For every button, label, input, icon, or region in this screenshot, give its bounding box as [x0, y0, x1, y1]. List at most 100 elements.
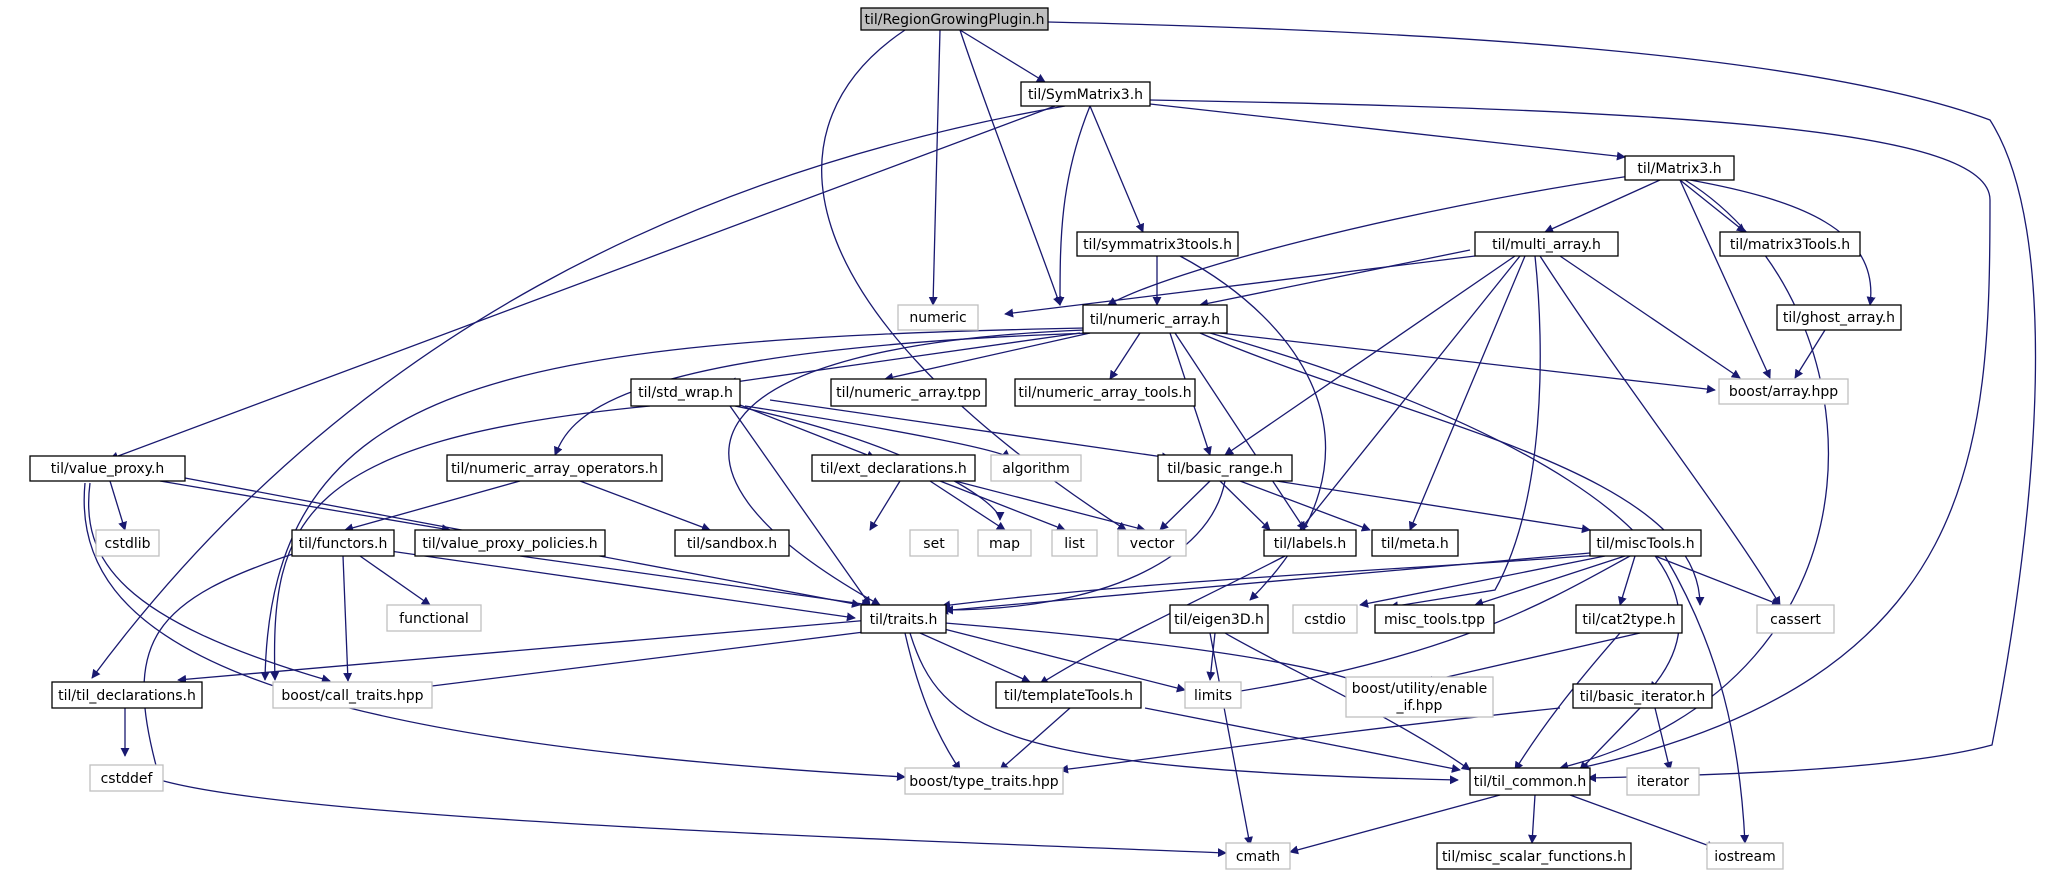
node-iterator[interactable]: iterator [1626, 767, 1700, 796]
svg-text:set: set [923, 536, 945, 552]
node-til-common[interactable]: til/til_common.h [1469, 767, 1591, 796]
header-nodes: til/RegionGrowingPlugin.h til/SymMatrix3… [29, 7, 1902, 870]
svg-text:til/ghost_array.h: til/ghost_array.h [1783, 310, 1895, 326]
svg-text:til/sandbox.h: til/sandbox.h [687, 536, 777, 552]
node-value-proxy-policies[interactable]: til/value_proxy_policies.h [414, 529, 606, 557]
node-multi-array[interactable]: til/multi_array.h [1474, 231, 1619, 257]
node-cstdlib[interactable]: cstdlib [95, 529, 160, 557]
svg-text:iostream: iostream [1714, 849, 1776, 865]
node-map[interactable]: map [977, 529, 1032, 557]
svg-text:iterator: iterator [1637, 774, 1689, 790]
svg-text:boost/type_traits.hpp: boost/type_traits.hpp [909, 774, 1058, 790]
node-boost-enable-if[interactable]: boost/utility/enable _if.hpp [1345, 676, 1494, 718]
node-numeric-array-tools[interactable]: til/numeric_array_tools.h [1014, 378, 1196, 407]
svg-text:algorithm: algorithm [1002, 461, 1070, 477]
svg-text:til/til_declarations.h: til/til_declarations.h [58, 688, 196, 704]
svg-text:numeric: numeric [909, 310, 966, 326]
svg-text:boost/array.hpp: boost/array.hpp [1729, 384, 1838, 400]
node-labels[interactable]: til/labels.h [1263, 529, 1357, 557]
svg-text:til/value_proxy.h: til/value_proxy.h [51, 461, 165, 477]
node-template-tools[interactable]: til/templateTools.h [995, 681, 1142, 709]
node-eigen3d[interactable]: til/eigen3D.h [1169, 604, 1269, 634]
svg-text:functional: functional [399, 611, 469, 627]
svg-text:list: list [1064, 536, 1085, 552]
node-cat2type[interactable]: til/cat2type.h [1575, 604, 1683, 634]
node-boost-call-traits[interactable]: boost/call_traits.hpp [272, 681, 433, 709]
svg-text:til/til_common.h: til/til_common.h [1474, 774, 1587, 790]
node-ghost-array[interactable]: til/ghost_array.h [1776, 304, 1902, 331]
node-sandbox[interactable]: til/sandbox.h [674, 529, 790, 557]
svg-text:vector: vector [1130, 536, 1175, 552]
node-meta[interactable]: til/meta.h [1371, 529, 1459, 557]
node-value-proxy[interactable]: til/value_proxy.h [29, 455, 186, 482]
svg-text:cstdlib: cstdlib [104, 536, 150, 552]
svg-text:limits: limits [1194, 688, 1232, 704]
svg-text:misc_tools.tpp: misc_tools.tpp [1384, 612, 1485, 628]
dependency-edges [83, 21, 2037, 858]
svg-text:til/basic_range.h: til/basic_range.h [1167, 461, 1282, 477]
node-functors[interactable]: til/functors.h [291, 529, 395, 557]
svg-text:til/multi_array.h: til/multi_array.h [1492, 237, 1601, 253]
node-functional[interactable]: functional [386, 604, 482, 632]
node-vector[interactable]: vector [1117, 529, 1187, 557]
node-limits[interactable]: limits [1184, 681, 1242, 709]
node-traits[interactable]: til/traits.h [860, 604, 947, 634]
node-misctools[interactable]: til/miscTools.h [1589, 529, 1702, 557]
node-symmatrix3[interactable]: til/SymMatrix3.h [1020, 81, 1151, 107]
svg-text:til/basic_iterator.h: til/basic_iterator.h [1580, 689, 1706, 705]
node-boost-array[interactable]: boost/array.hpp [1718, 378, 1849, 405]
svg-text:boost/utility/enable: boost/utility/enable [1352, 681, 1488, 697]
svg-text:til/value_proxy_policies.h: til/value_proxy_policies.h [422, 536, 597, 552]
svg-text:til/functors.h: til/functors.h [299, 536, 388, 552]
svg-text:til/symmatrix3tools.h: til/symmatrix3tools.h [1083, 237, 1232, 253]
node-cassert[interactable]: cassert [1756, 604, 1835, 634]
svg-text:cassert: cassert [1770, 612, 1821, 628]
svg-text:til/std_wrap.h: til/std_wrap.h [638, 385, 733, 401]
svg-text:til/misc_scalar_functions.h: til/misc_scalar_functions.h [1442, 849, 1626, 865]
svg-text:til/numeric_array_operators.h: til/numeric_array_operators.h [451, 461, 658, 477]
svg-text:boost/call_traits.hpp: boost/call_traits.hpp [281, 688, 423, 704]
node-numeric-array-tpp[interactable]: til/numeric_array.tpp [830, 378, 987, 407]
svg-text:cstddef: cstddef [101, 771, 154, 787]
svg-text:til/labels.h: til/labels.h [1274, 536, 1346, 552]
svg-text:til/SymMatrix3.h: til/SymMatrix3.h [1028, 87, 1143, 103]
node-ext-declarations[interactable]: til/ext_declarations.h [811, 454, 976, 482]
node-cmath[interactable]: cmath [1225, 842, 1291, 870]
node-misc-tools-tpp[interactable]: misc_tools.tpp [1374, 604, 1495, 634]
node-matrix3[interactable]: til/Matrix3.h [1624, 155, 1735, 181]
svg-text:til/numeric_array.tpp: til/numeric_array.tpp [836, 385, 981, 401]
svg-text:til/ext_declarations.h: til/ext_declarations.h [820, 461, 967, 477]
node-cstdio[interactable]: cstdio [1292, 604, 1358, 634]
svg-text:til/RegionGrowingPlugin.h: til/RegionGrowingPlugin.h [864, 12, 1044, 28]
svg-text:til/templateTools.h: til/templateTools.h [1004, 688, 1133, 704]
svg-text:til/numeric_array.h: til/numeric_array.h [1090, 312, 1220, 328]
svg-text:til/traits.h: til/traits.h [870, 612, 938, 628]
svg-text:map: map [989, 536, 1020, 552]
node-cstddef[interactable]: cstddef [89, 764, 164, 792]
svg-text:cstdio: cstdio [1304, 612, 1346, 628]
svg-text:til/Matrix3.h: til/Matrix3.h [1637, 161, 1721, 177]
svg-text:til/numeric_array_tools.h: til/numeric_array_tools.h [1018, 385, 1191, 401]
node-algorithm[interactable]: algorithm [990, 454, 1082, 482]
node-iostream[interactable]: iostream [1706, 842, 1784, 870]
node-list[interactable]: list [1051, 529, 1098, 557]
node-numeric[interactable]: numeric [897, 304, 979, 331]
node-basic-range[interactable]: til/basic_range.h [1157, 454, 1293, 482]
node-numeric-array[interactable]: til/numeric_array.h [1082, 304, 1228, 334]
svg-text:til/eigen3D.h: til/eigen3D.h [1174, 612, 1264, 628]
svg-text:til/cat2type.h: til/cat2type.h [1582, 612, 1675, 628]
node-basic-iterator[interactable]: til/basic_iterator.h [1572, 683, 1713, 709]
node-matrix3tools[interactable]: til/matrix3Tools.h [1719, 231, 1861, 257]
svg-text:til/meta.h: til/meta.h [1381, 536, 1449, 552]
node-boost-type-traits[interactable]: boost/type_traits.hpp [904, 767, 1064, 795]
node-set[interactable]: set [909, 529, 959, 557]
node-region-growing-plugin[interactable]: til/RegionGrowingPlugin.h [860, 7, 1049, 31]
svg-text:til/miscTools.h: til/miscTools.h [1596, 536, 1694, 552]
svg-text:cmath: cmath [1236, 849, 1280, 865]
node-til-declarations[interactable]: til/til_declarations.h [51, 681, 203, 709]
node-symmatrix3tools[interactable]: til/symmatrix3tools.h [1076, 231, 1239, 257]
node-misc-scalar-functions[interactable]: til/misc_scalar_functions.h [1436, 842, 1632, 870]
node-numeric-array-operators[interactable]: til/numeric_array_operators.h [446, 454, 663, 482]
node-std-wrap[interactable]: til/std_wrap.h [630, 378, 741, 407]
